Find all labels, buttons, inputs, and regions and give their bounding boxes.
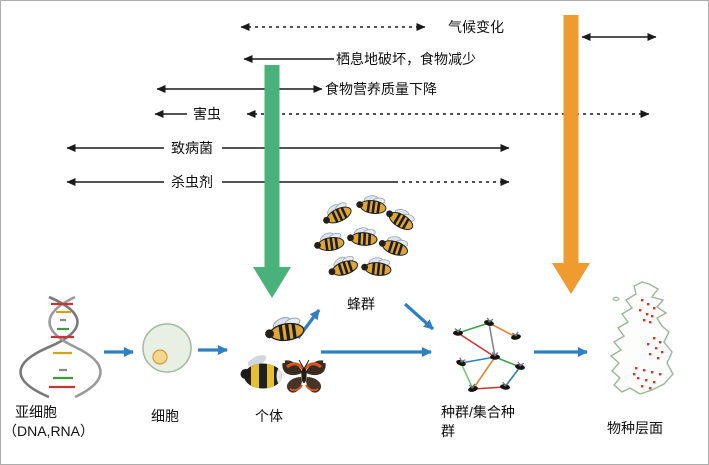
green-impact-arrow (253, 65, 291, 298)
map-occurrence-dots (633, 299, 664, 390)
orange-impact-arrow (552, 15, 590, 294)
flow-arrows (104, 302, 588, 357)
bee-colony-illustration (311, 190, 420, 281)
label-population-line2: 群 (441, 423, 455, 439)
dna-helix-illustration (19, 295, 102, 399)
label-cell: 细胞 (151, 408, 179, 424)
stressor-line-climate (240, 23, 657, 41)
label-colony: 蜂群 (347, 296, 375, 312)
label-population-line1: 种群/集合种 (441, 404, 515, 420)
label-habitat-loss: 栖息地破坏，食物减少 (336, 51, 476, 67)
bumblebee (240, 355, 282, 389)
species-map-illustration (609, 281, 674, 395)
population-network-illustration (452, 316, 527, 394)
label-nutrition-decline: 食物营养质量下降 (325, 81, 437, 97)
cell-illustration (142, 323, 192, 373)
individual-bees-illustration (240, 311, 326, 393)
label-subcellular-detail: （DNA,RNA） (3, 423, 95, 439)
label-pathogens: 致病菌 (171, 140, 213, 156)
label-species: 物种层面 (607, 420, 663, 436)
label-insecticides: 杀虫剂 (171, 174, 213, 190)
butterfly (282, 358, 326, 393)
label-subcellular: 亚细胞 (15, 404, 57, 420)
label-pests: 害虫 (193, 106, 221, 122)
stressor-arrows (66, 23, 657, 186)
label-climate-change: 气候变化 (448, 19, 504, 35)
label-individual: 个体 (255, 408, 283, 424)
